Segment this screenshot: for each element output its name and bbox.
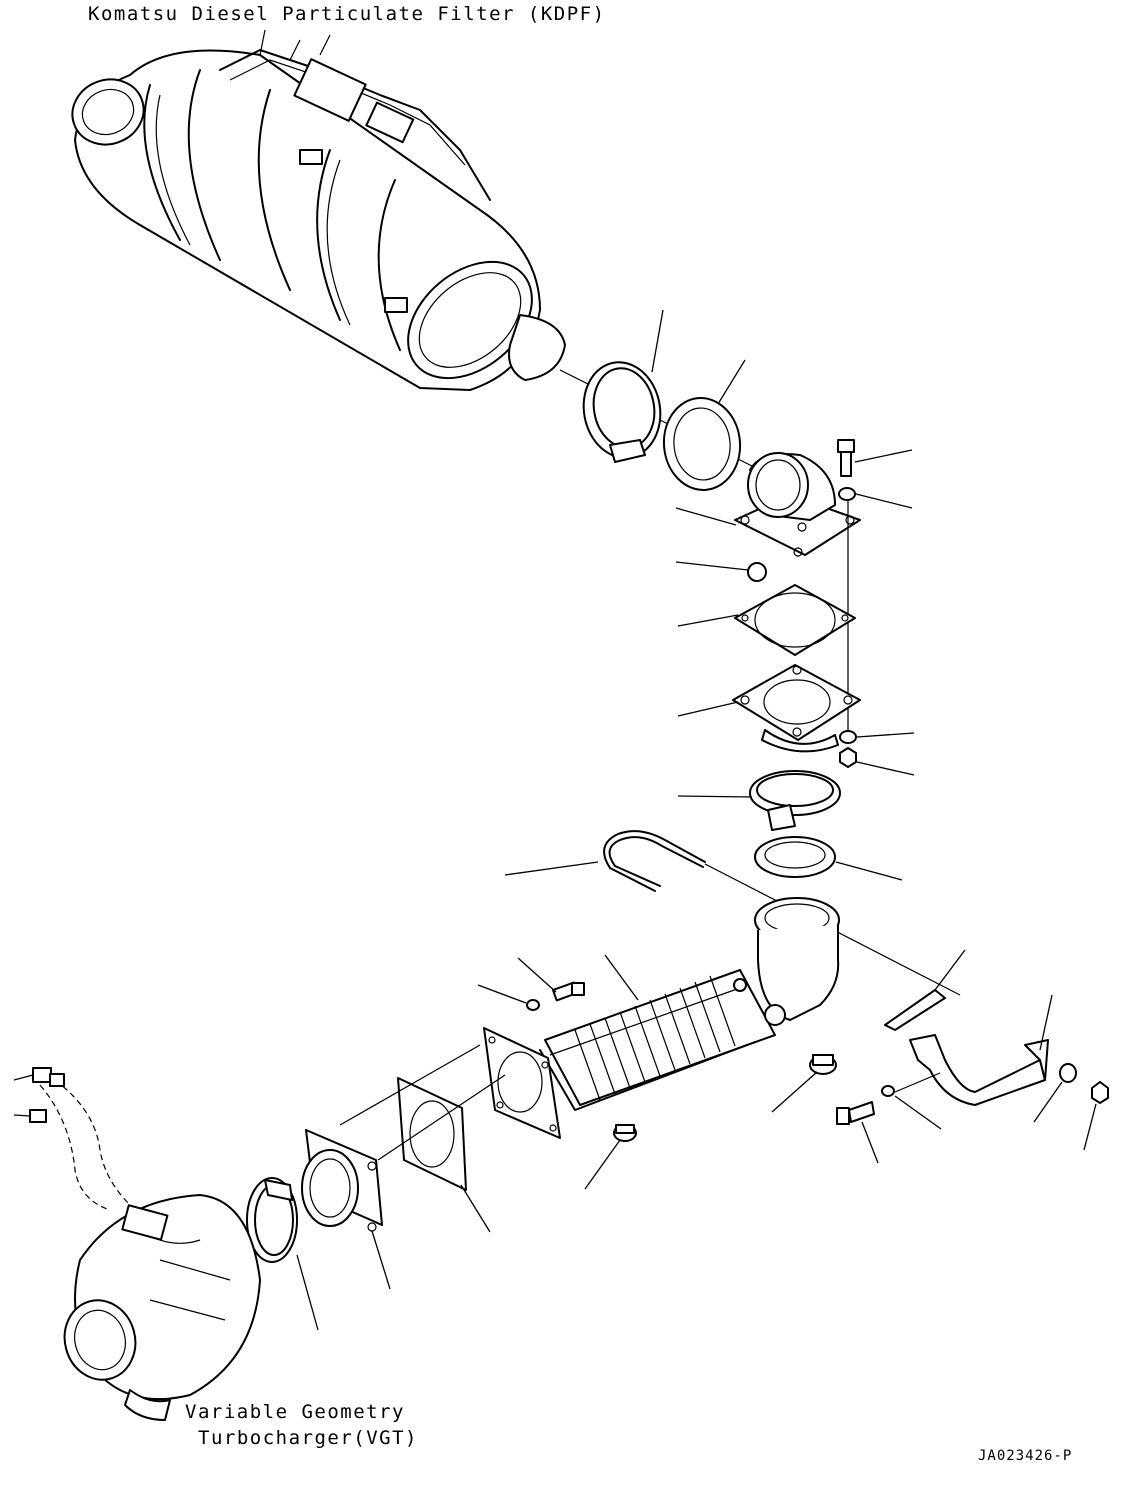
square-gasket xyxy=(734,584,856,656)
u-bolt xyxy=(603,830,706,892)
vgt-label-line1: Variable Geometry xyxy=(185,1401,405,1423)
pipe-plug-right xyxy=(809,1054,837,1075)
upper-gasket-ring xyxy=(662,397,742,491)
bracket-washer-b xyxy=(1059,1063,1077,1083)
kdpf-unit xyxy=(71,29,566,391)
flange-ring xyxy=(732,664,861,753)
pipe-plug-lower xyxy=(613,1124,637,1142)
bracket xyxy=(909,1034,1049,1106)
drawing-code: JA023426-P xyxy=(978,1448,1072,1464)
pipe-inlet-flange xyxy=(483,1027,561,1139)
vgt-label-line2: Turbocharger(VGT) xyxy=(198,1427,418,1449)
turbo-v-band-clamp xyxy=(246,1177,298,1263)
lower-washer xyxy=(839,730,857,744)
turbo-adapter xyxy=(301,1129,383,1232)
bracket-washer-a xyxy=(881,1085,895,1097)
bracket-bolt xyxy=(836,1101,875,1125)
pipe-washer xyxy=(526,999,540,1011)
elbow-adapter xyxy=(734,452,861,557)
lower-square-gasket xyxy=(397,1077,467,1191)
bracket-nut xyxy=(1091,1081,1109,1104)
kdpf-title: Komatsu Diesel Particulate Filter (KDPF) xyxy=(88,3,606,25)
elbow-plug xyxy=(747,562,767,582)
middle-v-band-clamp xyxy=(749,770,841,831)
vgt-turbocharger xyxy=(13,1067,261,1421)
pipe-bolt xyxy=(551,981,585,1002)
upper-washer xyxy=(838,487,856,501)
upper-v-band-clamp xyxy=(582,361,662,463)
spring-clip xyxy=(884,989,946,1031)
bellows-pipe-assembly xyxy=(539,897,840,1111)
hex-nut xyxy=(839,747,857,768)
lower-gasket xyxy=(754,836,836,878)
upper-bolt xyxy=(837,439,855,477)
